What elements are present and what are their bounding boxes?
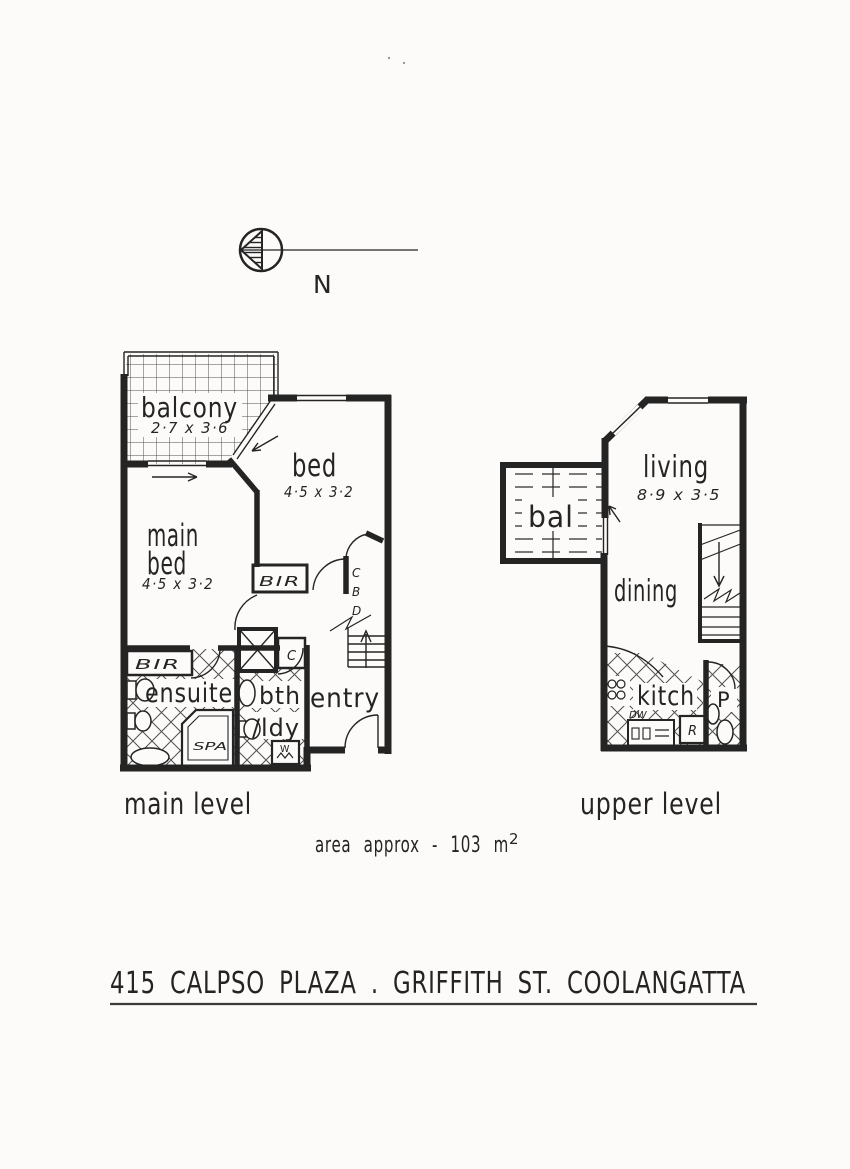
- spa-label: SPA: [193, 740, 227, 753]
- north-arrow-icon: N: [238, 227, 418, 299]
- main-level-plan: balcony 2·7 x 3·6 bed 4·5 x 3·2 main bed…: [120, 351, 392, 772]
- sink-bench: [627, 719, 675, 747]
- kitchen-label: kitch: [637, 681, 695, 712]
- cupboard-letter: B: [352, 585, 361, 599]
- bath-label-line1: bth: [259, 682, 301, 710]
- dishwasher-label: DW: [629, 710, 648, 721]
- balcony-label: balcony: [141, 391, 238, 424]
- window-gap: [668, 395, 708, 406]
- label-backing: [633, 683, 697, 710]
- cooktop-burner: [607, 690, 617, 700]
- balcony-rails-and-windows: [123, 351, 346, 467]
- fridge-label: R: [688, 724, 698, 739]
- entry-label: entry: [310, 683, 380, 714]
- washing-machine-hatch: [276, 752, 294, 759]
- built-in-robe-box: [125, 649, 194, 677]
- dining-label: dining: [614, 574, 678, 609]
- built-in-robe-box: [251, 563, 309, 594]
- stairwell-walls: [698, 523, 743, 643]
- cooktop-burner: [607, 679, 617, 689]
- living-dims: 8·9 x 3·5: [637, 486, 721, 504]
- stairs-down-arrow: [713, 542, 725, 588]
- main-level-caption: main level: [124, 787, 252, 821]
- cooktop-burner: [616, 679, 626, 689]
- sliding-window-arrow: [152, 472, 198, 482]
- main-bed-label-line1: main: [147, 518, 199, 554]
- toilet-cistern: [126, 680, 137, 700]
- spa-bath: [180, 708, 235, 768]
- area-note-superscript: 2: [509, 830, 519, 848]
- balcony-label: bal: [528, 500, 574, 534]
- upper-balcony-walls: [500, 462, 603, 564]
- toilet-icon: [135, 678, 155, 702]
- bed-label: bed: [292, 448, 337, 484]
- stair-break-line: [329, 614, 372, 632]
- closet-label: C: [287, 649, 297, 664]
- main-level-interior-walls: [124, 457, 385, 770]
- door-gap: [345, 743, 378, 756]
- label-backing: [138, 393, 242, 437]
- area-note: area approx - 103 m: [315, 833, 509, 858]
- label-backing: [522, 497, 578, 531]
- stairs-up: [347, 628, 386, 668]
- sliding-door-arrow: [608, 505, 621, 523]
- stair-break-line: [703, 587, 741, 604]
- ensuite-label: ensuite: [145, 678, 233, 709]
- speckle: [387, 56, 391, 60]
- cupboard-letter: D: [352, 604, 362, 618]
- cupboard-letter: C: [352, 566, 361, 580]
- robe-label: BIR: [259, 575, 301, 590]
- bed-dims: 4·5 x 3·2: [284, 483, 354, 501]
- stairs-up-arrow: [360, 629, 372, 668]
- sink-detail: [631, 727, 640, 740]
- spa-bath-inner: [187, 715, 229, 761]
- label-backing: [248, 681, 305, 708]
- plan-title: 415 CALPSO PLAZA . GRIFFITH ST. COOLANGA…: [110, 966, 746, 1001]
- robe-label: BIR: [135, 658, 181, 673]
- speckle: [402, 61, 406, 65]
- living-label: living: [643, 450, 709, 485]
- window-gap: [298, 393, 345, 403]
- door-swing-arc: [707, 661, 736, 690]
- upper-level-plan: living 8·9 x 3·5 bal dining kitch DW R P: [500, 395, 747, 752]
- balcony-dims: 2·7 x 3·6: [151, 419, 229, 437]
- toilet-icon: [716, 719, 734, 745]
- windows-and-sliding-door: [602, 397, 708, 555]
- toilet-icon: [243, 718, 261, 740]
- bath-label-line2: /ldy: [252, 714, 300, 742]
- stairs-down: [699, 524, 744, 636]
- sliding-door-arrow: [251, 435, 279, 452]
- kitchen-bench-curve: [603, 645, 664, 678]
- main-bed-label-line2: bed: [147, 546, 187, 582]
- label-backing: [140, 679, 238, 707]
- upper-level-caption: upper level: [580, 787, 722, 821]
- sink-detail: [642, 727, 651, 740]
- closet-box: [276, 636, 307, 670]
- bidet-cistern: [126, 712, 136, 730]
- bidet-icon: [134, 710, 152, 732]
- cooktop-burner: [616, 690, 626, 700]
- drainer-detail: [655, 729, 669, 737]
- north-pointer: [239, 228, 263, 272]
- basin-icon: [238, 679, 256, 707]
- door-swing-arcs: [190, 533, 379, 749]
- cooktop-bench: [604, 676, 630, 706]
- main-bed-dims: 4·5 x 3·2: [142, 575, 214, 593]
- north-label: N: [313, 270, 332, 299]
- washer-label: W: [280, 744, 290, 755]
- vanity-basin-icon: [130, 747, 170, 767]
- powder-label: P: [717, 688, 730, 712]
- washing-machine-symbol: [270, 739, 301, 766]
